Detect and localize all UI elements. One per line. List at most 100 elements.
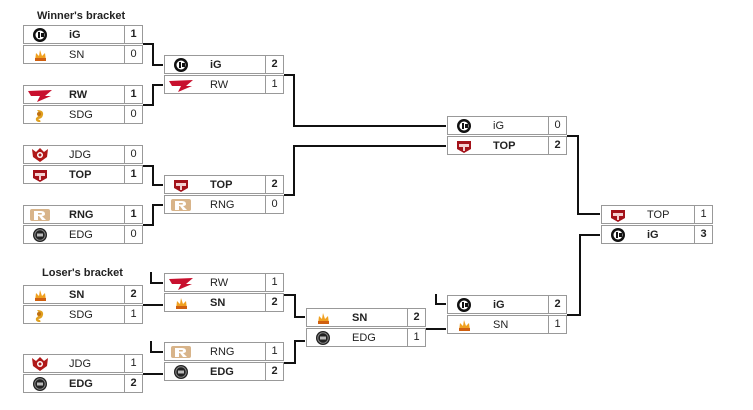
losers-bracket-title: Loser's bracket xyxy=(42,267,123,279)
team-name: RW xyxy=(210,79,229,91)
match-team-row: SN 2 xyxy=(306,308,426,327)
team-score: 2 xyxy=(124,375,142,392)
match-team-row: JDG 0 xyxy=(23,145,143,164)
team-score: 2 xyxy=(548,296,566,313)
connector-w7-final xyxy=(567,135,600,215)
team-name: SN xyxy=(352,312,368,324)
sn-logo-icon xyxy=(27,47,53,63)
team-name: EDG xyxy=(210,366,234,378)
team-score: 0 xyxy=(548,117,566,134)
match-l5: SN 2 EDG 1 xyxy=(306,308,426,347)
connector-w5-w7 xyxy=(284,74,446,127)
connector-feed-l6 xyxy=(435,294,446,305)
winners-bracket-title: Winner's bracket xyxy=(37,10,126,22)
ig-logo-icon xyxy=(605,227,631,243)
connector-w2-w5 xyxy=(143,84,163,106)
team-name: JDG xyxy=(69,358,91,370)
team-score: 1 xyxy=(407,329,425,346)
connector-w4-w6 xyxy=(143,204,163,226)
rw-logo-icon xyxy=(168,275,194,291)
team-score: 2 xyxy=(265,294,283,311)
match-team-row: TOP 1 xyxy=(601,205,713,224)
team-score: 0 xyxy=(265,196,283,213)
sn-logo-icon xyxy=(310,310,336,326)
team-name: SN xyxy=(493,319,509,331)
ig-logo-icon xyxy=(168,57,194,73)
team-name: iG xyxy=(493,120,504,132)
team-score: 1 xyxy=(694,206,712,223)
sn-logo-icon xyxy=(168,295,194,311)
team-score: 0 xyxy=(124,146,142,163)
team-score: 1 xyxy=(124,306,142,323)
match-w3: JDG 0 TOP 1 xyxy=(23,145,143,184)
ig-logo-icon xyxy=(27,27,53,43)
team-name: SDG xyxy=(69,309,93,321)
team-score: 1 xyxy=(124,166,142,183)
rng-logo-icon xyxy=(168,197,194,213)
team-name: EDG xyxy=(352,332,376,344)
team-score: 2 xyxy=(265,176,283,193)
rng-logo-icon xyxy=(168,344,194,360)
team-name: TOP xyxy=(647,209,670,221)
connector-w1-w5 xyxy=(143,43,163,66)
team-name: JDG xyxy=(69,149,91,161)
team-score: 1 xyxy=(124,86,142,103)
sdg-logo-icon xyxy=(27,307,53,323)
team-score: 2 xyxy=(407,309,425,326)
rng-logo-icon xyxy=(27,207,53,223)
match-team-row: TOP 2 xyxy=(447,136,567,155)
team-name: RW xyxy=(69,89,88,101)
connector-feed-l3 xyxy=(150,272,163,284)
team-name: RNG xyxy=(210,199,235,211)
team-name: TOP xyxy=(493,140,516,152)
jdg-logo-icon xyxy=(27,356,53,372)
team-score: 1 xyxy=(124,206,142,223)
team-score: 1 xyxy=(548,316,566,333)
team-name: iG xyxy=(69,29,81,41)
team-score: 3 xyxy=(694,226,712,243)
jdg-logo-icon xyxy=(27,147,53,163)
rw-logo-icon xyxy=(168,77,194,93)
match-team-row: RW 1 xyxy=(164,273,284,292)
team-name: RW xyxy=(210,277,229,289)
top-logo-icon xyxy=(168,177,194,193)
ig-logo-icon xyxy=(451,118,477,134)
team-score: 1 xyxy=(124,26,142,43)
match-team-row: EDG 1 xyxy=(306,328,426,347)
sn-logo-icon xyxy=(451,317,477,333)
team-score: 2 xyxy=(265,56,283,73)
sdg-logo-icon xyxy=(27,107,53,123)
team-name: EDG xyxy=(69,229,93,241)
team-name: RNG xyxy=(69,209,94,221)
team-score: 2 xyxy=(548,137,566,154)
edg-logo-icon xyxy=(310,330,336,346)
team-score: 0 xyxy=(124,106,142,123)
team-score: 1 xyxy=(265,274,283,291)
team-name: TOP xyxy=(69,169,92,181)
team-name: iG xyxy=(210,59,222,71)
top-logo-icon xyxy=(27,167,53,183)
match-team-row: iG 0 xyxy=(447,116,567,135)
top-logo-icon xyxy=(605,207,631,223)
rw-logo-icon xyxy=(27,87,53,103)
team-name: TOP xyxy=(210,179,233,191)
match-w6: TOP 2 RNG 0 xyxy=(164,175,284,214)
connector-l3-l5 xyxy=(284,294,305,318)
match-team-row: RNG 1 xyxy=(23,205,143,224)
sn-logo-icon xyxy=(27,287,53,303)
